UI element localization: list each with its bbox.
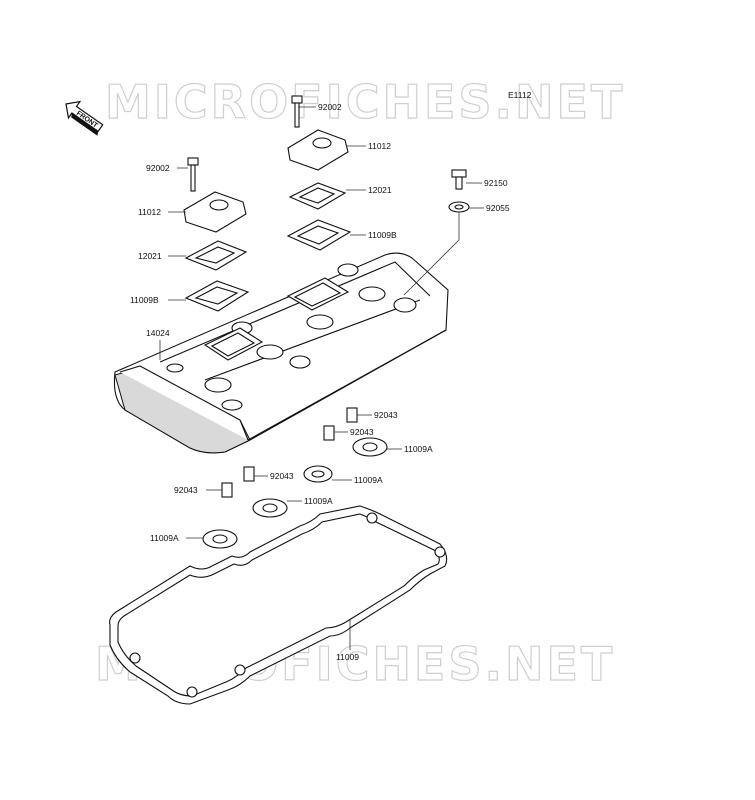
callout-11009b-left: 11009B bbox=[130, 295, 159, 305]
callout-11012-left: 11012 bbox=[138, 207, 161, 217]
callout-11009a-b: 11009A bbox=[354, 475, 383, 485]
callout-92043-d: 92043 bbox=[174, 485, 198, 495]
grommet-11009a-d bbox=[202, 529, 238, 549]
plate-12021-right bbox=[288, 182, 347, 210]
callout-11009a-a: 11009A bbox=[404, 444, 433, 454]
gasket-11009b-right bbox=[286, 219, 352, 251]
callout-92002-right: 92002 bbox=[318, 102, 342, 112]
callout-92043-c: 92043 bbox=[270, 471, 294, 481]
grommet-11009a-b bbox=[303, 465, 333, 483]
bolt-92002-left bbox=[187, 157, 199, 192]
washer-92055 bbox=[448, 201, 470, 213]
bolt-92150 bbox=[451, 169, 467, 190]
callout-11009a-c: 11009A bbox=[304, 496, 333, 506]
callout-11009b-right: 11009B bbox=[368, 230, 397, 240]
cap-11012-right bbox=[287, 129, 349, 171]
watermark-top: MICROFICHES.NET bbox=[105, 75, 625, 129]
reference-code: E1112 bbox=[508, 90, 532, 100]
callout-92002-left: 92002 bbox=[146, 163, 170, 173]
callout-11012-right: 11012 bbox=[368, 141, 391, 151]
leader-lines bbox=[159, 106, 484, 650]
callout-12021-left: 12021 bbox=[138, 251, 162, 261]
gasket-11009b-left bbox=[184, 280, 250, 312]
callout-11009a-d: 11009A bbox=[150, 533, 179, 543]
cylinder-head-cover bbox=[113, 252, 449, 454]
grommet-11009a-a bbox=[352, 437, 388, 457]
callout-92055: 92055 bbox=[486, 203, 510, 213]
dowel-92043-c bbox=[243, 466, 255, 482]
front-arrow-icon: FRONT bbox=[65, 100, 104, 136]
dowel-92043-d bbox=[221, 482, 233, 498]
dowel-92043-b bbox=[323, 425, 335, 441]
callout-11009: 11009 bbox=[336, 652, 359, 662]
grommet-11009a-c bbox=[252, 498, 288, 518]
callout-14024: 14024 bbox=[146, 328, 170, 338]
callout-92043-a: 92043 bbox=[374, 410, 398, 420]
bolt-92002-right bbox=[291, 95, 303, 128]
dowel-92043-a bbox=[346, 407, 358, 423]
plate-12021-left bbox=[184, 240, 248, 271]
callout-92150: 92150 bbox=[484, 178, 508, 188]
callout-12021-right: 12021 bbox=[368, 185, 392, 195]
gasket-11009 bbox=[109, 505, 448, 705]
callout-92043-b: 92043 bbox=[350, 427, 374, 437]
cap-11012-left bbox=[183, 191, 247, 233]
